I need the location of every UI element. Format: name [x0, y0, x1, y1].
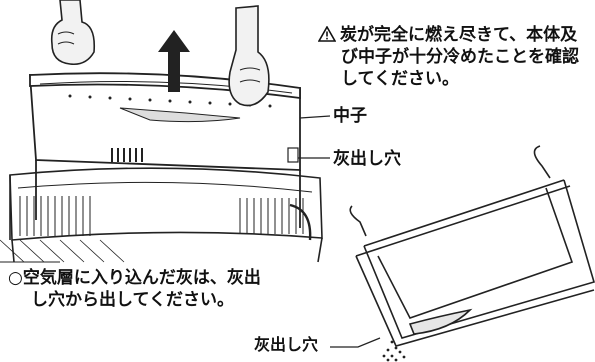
label-inner-container: 中子 [333, 106, 367, 126]
warning-line-1: 炭が完全に燃え尽きて、本体及 [318, 24, 579, 46]
label-ash-hole-bottom: 灰出し穴 [254, 335, 319, 354]
note-line-1: ○空気層に入り込んだ灰は、灰出 [8, 268, 261, 288]
leader-lines [298, 115, 381, 348]
gloved-hands [50, 0, 270, 107]
warning-line-2: び中子が十分冷めたことを確認 [341, 47, 579, 67]
note-line-2: し穴から出してください。 [31, 290, 234, 310]
up-arrow-icon [158, 30, 190, 92]
cross-section [349, 145, 595, 347]
warning-text: 炭が完全に燃え尽きて、本体及 び中子が十分冷めたことを確認 してください。 [318, 24, 579, 90]
warning-line-1-text: 炭が完全に燃え尽きて、本体及 [340, 25, 578, 45]
note-text: ○空気層に入り込んだ灰は、灰出 し穴から出してください。 [8, 267, 261, 311]
grill-body [0, 167, 323, 263]
ash-pile [382, 340, 406, 362]
warning-triangle-icon [318, 26, 336, 42]
warning-line-3: してください。 [341, 69, 459, 89]
label-ash-hole-top: 灰出し穴 [333, 149, 401, 169]
